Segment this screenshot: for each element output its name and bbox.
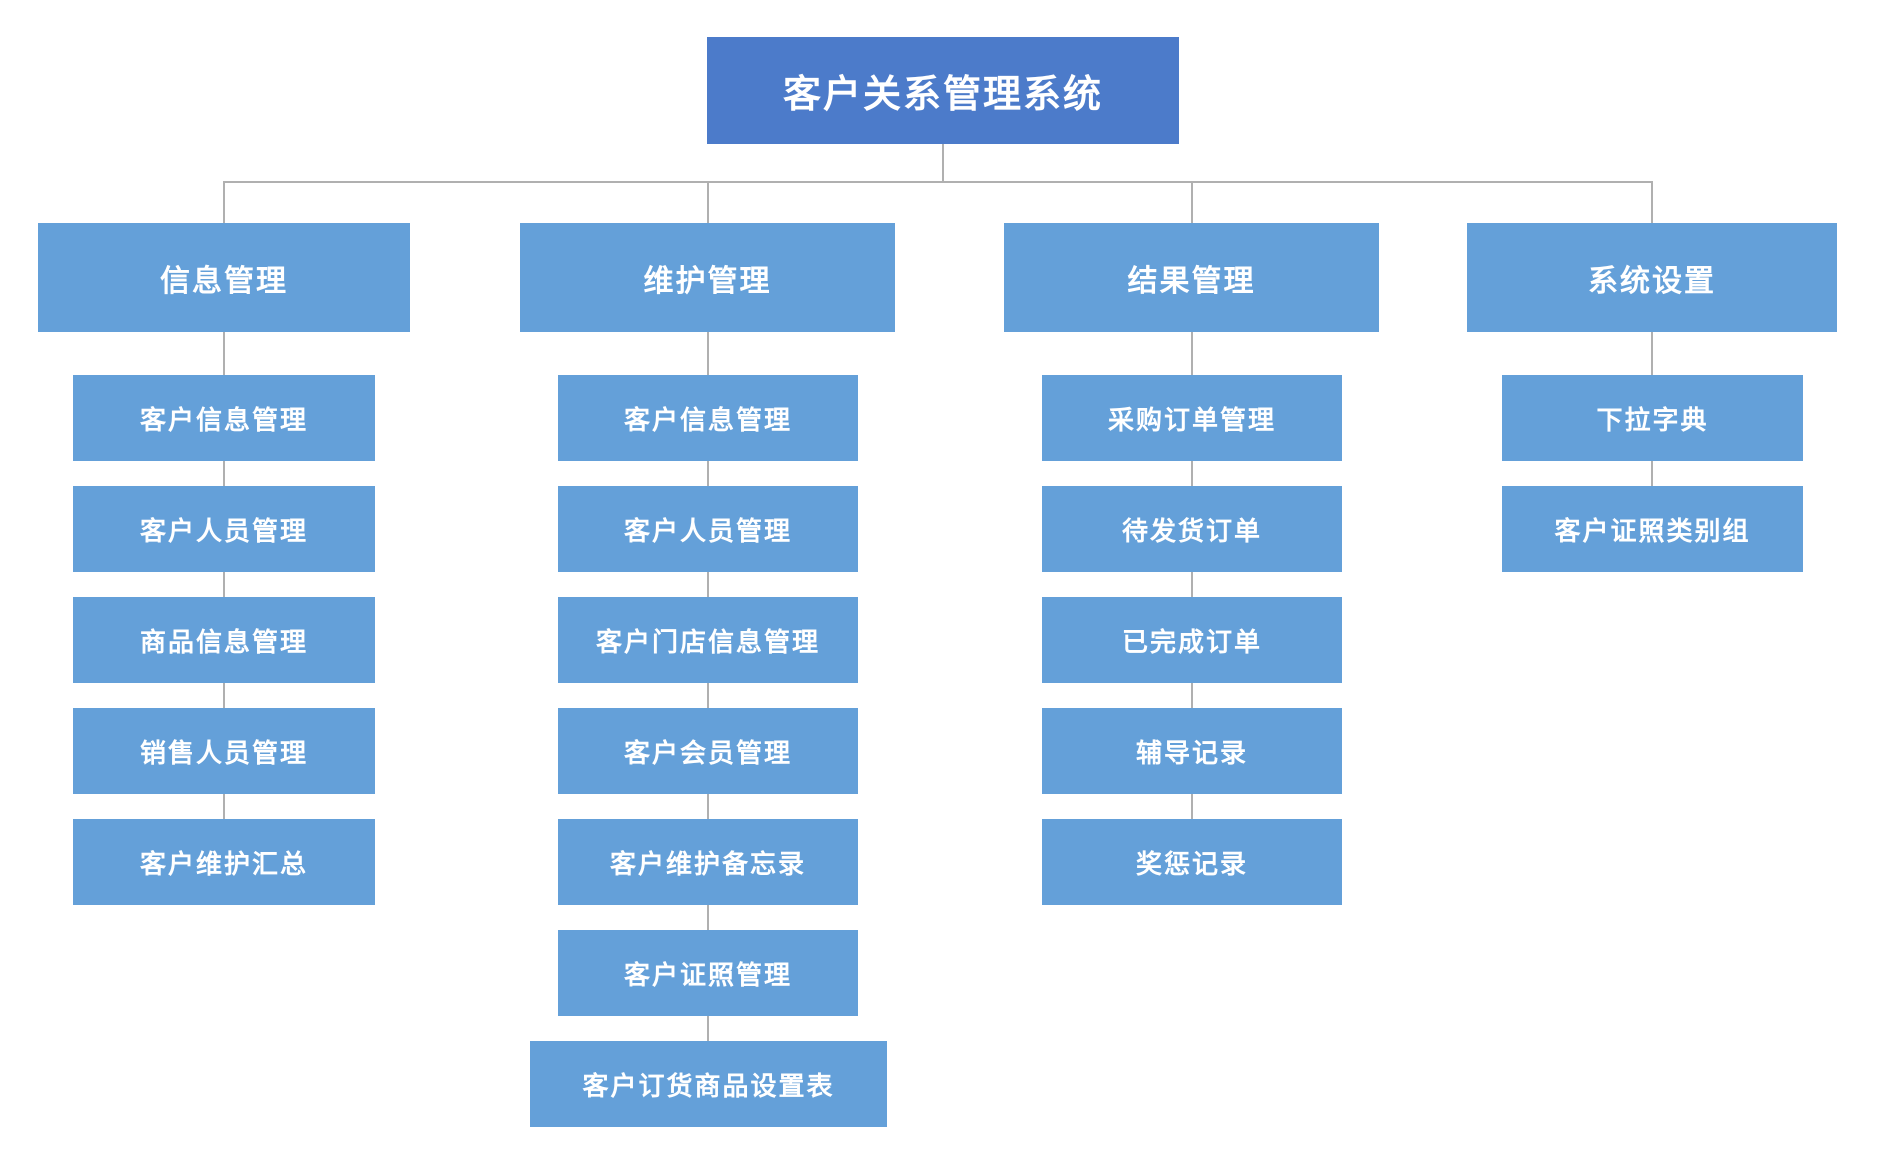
- connector-line: [707, 1016, 709, 1041]
- leaf-node: 商品信息管理: [73, 597, 375, 683]
- branch-header-node: 维护管理: [520, 223, 895, 332]
- connector-line: [1191, 461, 1193, 486]
- connector-line: [707, 683, 709, 708]
- connector-line: [223, 794, 225, 819]
- leaf-node: 客户会员管理: [558, 708, 858, 794]
- leaf-node: 已完成订单: [1042, 597, 1342, 683]
- connector-line: [1191, 794, 1193, 819]
- connector-line: [223, 461, 225, 486]
- connector-drop: [1651, 181, 1653, 223]
- connector-line: [707, 461, 709, 486]
- connector-line: [1651, 332, 1653, 375]
- leaf-node: 客户人员管理: [558, 486, 858, 572]
- connector-line: [1191, 683, 1193, 708]
- branch-header-node: 系统设置: [1467, 223, 1837, 332]
- branch-header-node: 结果管理: [1004, 223, 1379, 332]
- connector-bus: [223, 181, 1653, 183]
- connector-line: [223, 683, 225, 708]
- leaf-node: 客户证照类别组: [1502, 486, 1803, 572]
- leaf-node: 客户维护备忘录: [558, 819, 858, 905]
- leaf-node: 辅导记录: [1042, 708, 1342, 794]
- leaf-node: 客户信息管理: [558, 375, 858, 461]
- connector-drop: [223, 181, 225, 223]
- leaf-node: 待发货订单: [1042, 486, 1342, 572]
- leaf-node: 奖惩记录: [1042, 819, 1342, 905]
- connector-line: [223, 572, 225, 597]
- leaf-node: 客户维护汇总: [73, 819, 375, 905]
- connector-line: [707, 794, 709, 819]
- leaf-node: 下拉字典: [1502, 375, 1803, 461]
- branch-header-node: 信息管理: [38, 223, 410, 332]
- root-node: 客户关系管理系统: [707, 37, 1179, 144]
- connector-drop: [1191, 181, 1193, 223]
- connector-drop: [707, 181, 709, 223]
- leaf-node: 客户订货商品设置表: [530, 1041, 887, 1127]
- connector-line: [1651, 461, 1653, 486]
- connector-root-stub: [942, 144, 944, 183]
- leaf-node: 客户信息管理: [73, 375, 375, 461]
- leaf-node: 客户证照管理: [558, 930, 858, 1016]
- leaf-node: 采购订单管理: [1042, 375, 1342, 461]
- connector-line: [707, 572, 709, 597]
- connector-line: [223, 332, 225, 375]
- connector-line: [1191, 332, 1193, 375]
- leaf-node: 销售人员管理: [73, 708, 375, 794]
- connector-line: [1191, 572, 1193, 597]
- connector-line: [707, 905, 709, 930]
- connector-line: [707, 332, 709, 375]
- leaf-node: 客户门店信息管理: [558, 597, 858, 683]
- leaf-node: 客户人员管理: [73, 486, 375, 572]
